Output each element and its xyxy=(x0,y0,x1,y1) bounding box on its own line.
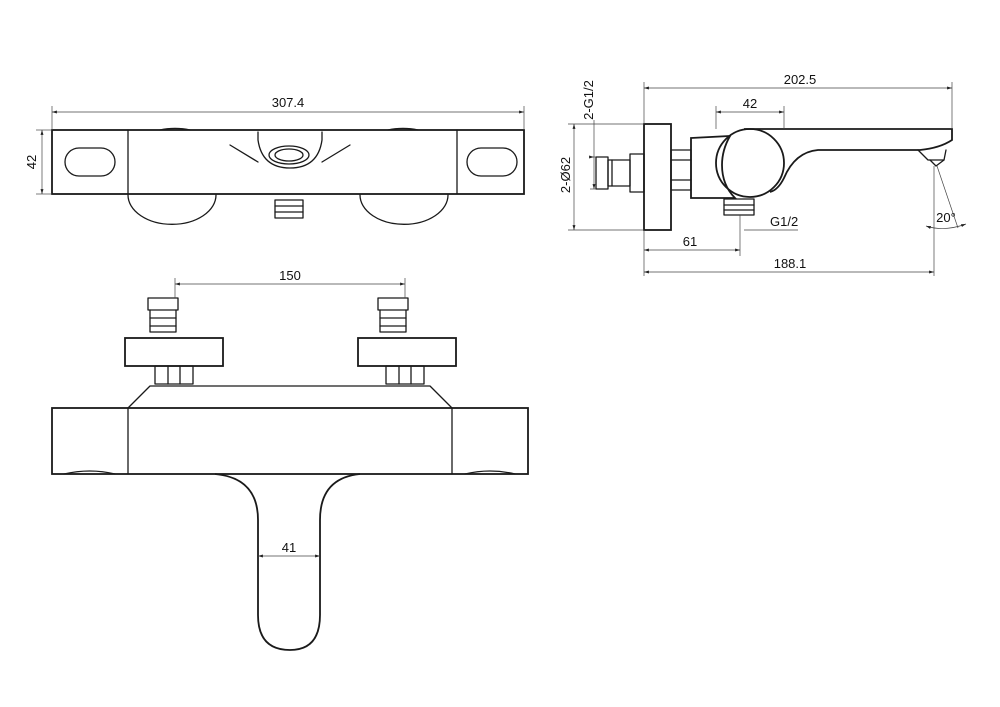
dim-side-offset: 61 xyxy=(683,234,697,249)
front-spout xyxy=(214,473,361,651)
dim-side-angle: 20° xyxy=(936,210,956,225)
front-view: 150 41 xyxy=(51,268,529,651)
dim-top-length: 307.4 xyxy=(272,95,305,110)
top-left-slot xyxy=(64,147,116,177)
front-body xyxy=(51,407,529,475)
dim-front-centers: 150 xyxy=(279,268,301,283)
dim-side-diameter: 2-Ø62 xyxy=(558,157,573,193)
front-left-nut xyxy=(154,365,194,385)
top-right-slot xyxy=(466,147,518,177)
dim-top-height: 42 xyxy=(24,155,39,169)
front-right-nut xyxy=(385,365,425,385)
top-left-knob-outline xyxy=(127,194,217,225)
top-aerator xyxy=(268,145,310,165)
front-right-flange xyxy=(357,337,457,367)
top-connector xyxy=(274,199,304,219)
side-wall-plate xyxy=(643,123,672,231)
dim-side-inlet: 2-G1/2 xyxy=(581,80,596,120)
dim-side-body: 42 xyxy=(743,96,757,111)
front-left-flange xyxy=(124,337,224,367)
side-outlet xyxy=(723,198,755,216)
side-handle xyxy=(715,128,785,198)
side-nut xyxy=(670,149,692,191)
top-body xyxy=(51,129,525,195)
side-spout xyxy=(744,128,953,193)
side-inlet-fitting xyxy=(595,156,609,190)
dim-front-spout: 41 xyxy=(282,540,296,555)
front-left-inlet-cap xyxy=(147,297,179,311)
dim-side-depth: 188.1 xyxy=(774,256,807,271)
front-right-inlet-cap xyxy=(377,297,409,311)
top-view: 307.4 42 xyxy=(24,95,525,225)
side-view: 202.5 42 2-G1/2 2-Ø62 G1/2 20° 61 188 xyxy=(558,72,967,276)
top-right-knob-outline xyxy=(359,194,449,225)
dim-side-overall: 202.5 xyxy=(784,72,817,87)
dim-side-outlet: G1/2 xyxy=(770,214,798,229)
